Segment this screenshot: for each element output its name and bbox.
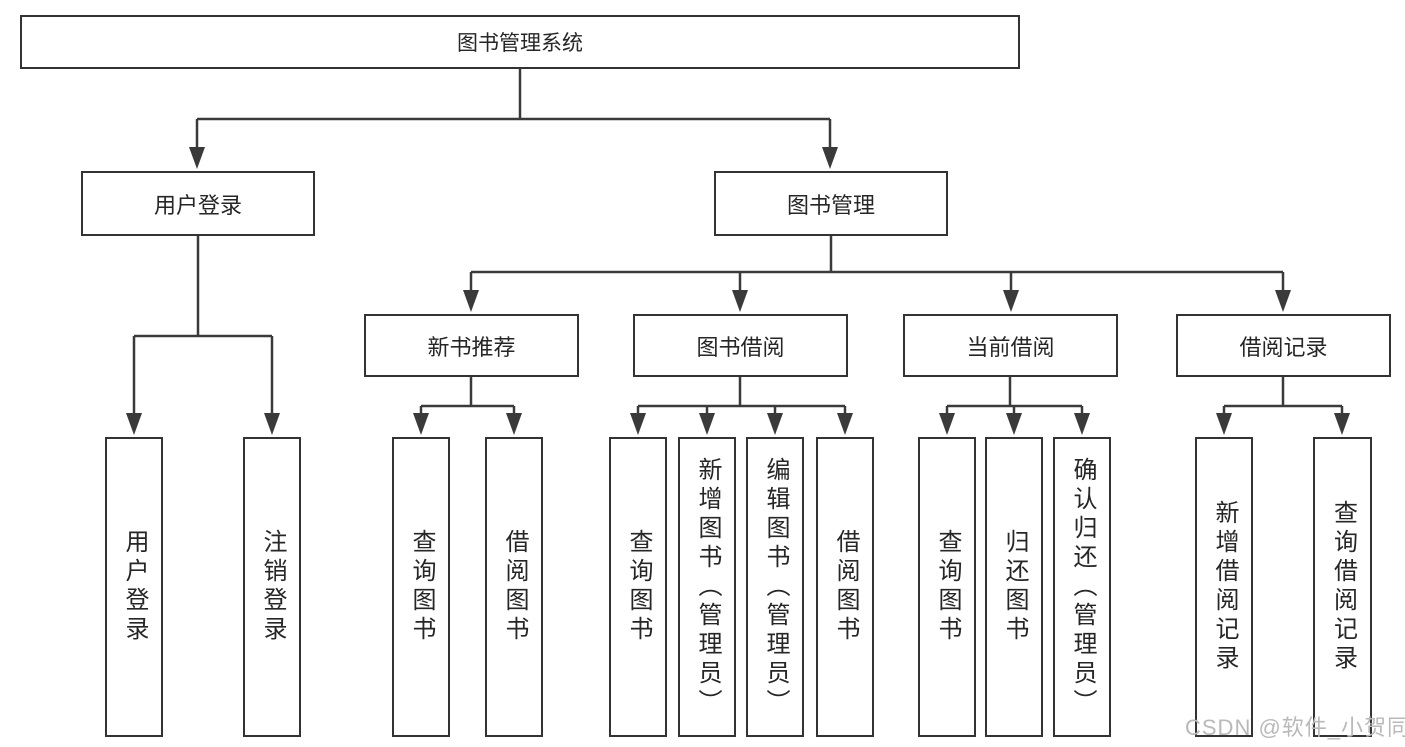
node-new-book-recommendation: 新书推荐 xyxy=(364,314,579,377)
arrow-down-icon xyxy=(699,413,715,435)
node-label: 归还图书 xyxy=(1001,529,1028,645)
node-leaf-add-books-admin: 新增图书（管理员） xyxy=(678,437,736,737)
node-leaf-user-login: 用户登录 xyxy=(105,437,163,737)
arrow-down-icon xyxy=(822,147,838,169)
arrow-down-icon xyxy=(767,413,783,435)
arrow-down-icon xyxy=(463,290,479,312)
arrow-down-icon xyxy=(837,413,853,435)
arrow-down-icon xyxy=(1275,290,1291,312)
arrow-down-icon xyxy=(126,413,142,435)
node-label: 借阅记录 xyxy=(1239,334,1328,360)
node-user-login-group: 用户登录 xyxy=(81,171,315,236)
node-label: 确认归还（管理员） xyxy=(1069,456,1096,718)
arrow-down-icon xyxy=(413,413,429,435)
node-label: 编辑图书（管理员） xyxy=(762,456,789,718)
node-label: 新书推荐 xyxy=(427,334,516,360)
node-label: 当前借阅 xyxy=(966,334,1055,360)
node-leaf-query-books-recommend: 查询图书 xyxy=(392,437,450,737)
node-label: 新增图书（管理员） xyxy=(694,456,721,718)
node-label: 借阅图书 xyxy=(501,529,528,645)
node-label: 查询图书 xyxy=(934,529,961,645)
node-label: 图书管理 xyxy=(786,192,875,218)
arrow-down-icon xyxy=(1334,413,1350,435)
node-leaf-confirm-return-admin: 确认归还（管理员） xyxy=(1053,437,1111,737)
arrowhead-icons xyxy=(126,147,1350,435)
node-leaf-return-books: 归还图书 xyxy=(985,437,1043,737)
node-leaf-query-books-borrowing: 查询图书 xyxy=(609,437,667,737)
node-label: 新增借阅记录 xyxy=(1211,500,1238,674)
arrow-down-icon xyxy=(939,413,955,435)
arrow-down-icon xyxy=(732,290,748,312)
node-label: 图书借阅 xyxy=(696,334,785,360)
arrow-down-icon xyxy=(506,413,522,435)
node-leaf-edit-books-admin: 编辑图书（管理员） xyxy=(746,437,804,737)
arrow-down-icon xyxy=(264,413,280,435)
node-label: 用户登录 xyxy=(153,192,242,218)
csdn-watermark: CSDN @软件_小贺同学 xyxy=(1185,715,1405,740)
node-leaf-borrow-books-borrowing: 借阅图书 xyxy=(816,437,874,737)
arrow-down-icon xyxy=(1006,413,1022,435)
arrow-down-icon xyxy=(1003,290,1019,312)
arrow-down-icon xyxy=(630,413,646,435)
arrow-down-icon xyxy=(1074,413,1090,435)
node-leaf-add-borrow-record: 新增借阅记录 xyxy=(1195,437,1253,737)
node-leaf-query-books-current: 查询图书 xyxy=(918,437,976,737)
node-label: 用户登录 xyxy=(121,529,148,645)
node-current-borrowing: 当前借阅 xyxy=(903,314,1118,377)
node-label: 查询图书 xyxy=(625,529,652,645)
arrow-down-icon xyxy=(189,147,205,169)
node-book-management-group: 图书管理 xyxy=(714,171,948,236)
node-book-borrowing: 图书借阅 xyxy=(633,314,848,377)
node-label: 查询图书 xyxy=(408,529,435,645)
node-label: 图书管理系统 xyxy=(457,32,583,55)
node-leaf-logout: 注销登录 xyxy=(243,437,301,737)
node-label: 借阅图书 xyxy=(832,529,859,645)
arrow-down-icon xyxy=(1216,413,1232,435)
tree-edges xyxy=(132,69,1344,416)
node-leaf-query-borrow-record: 查询借阅记录 xyxy=(1313,437,1372,737)
node-leaf-borrow-books-recommend: 借阅图书 xyxy=(485,437,543,737)
node-label: 查询借阅记录 xyxy=(1329,500,1357,674)
node-library-management-system: 图书管理系统 xyxy=(20,15,1020,69)
node-borrowing-records: 借阅记录 xyxy=(1176,314,1391,377)
node-label: 注销登录 xyxy=(259,529,286,645)
